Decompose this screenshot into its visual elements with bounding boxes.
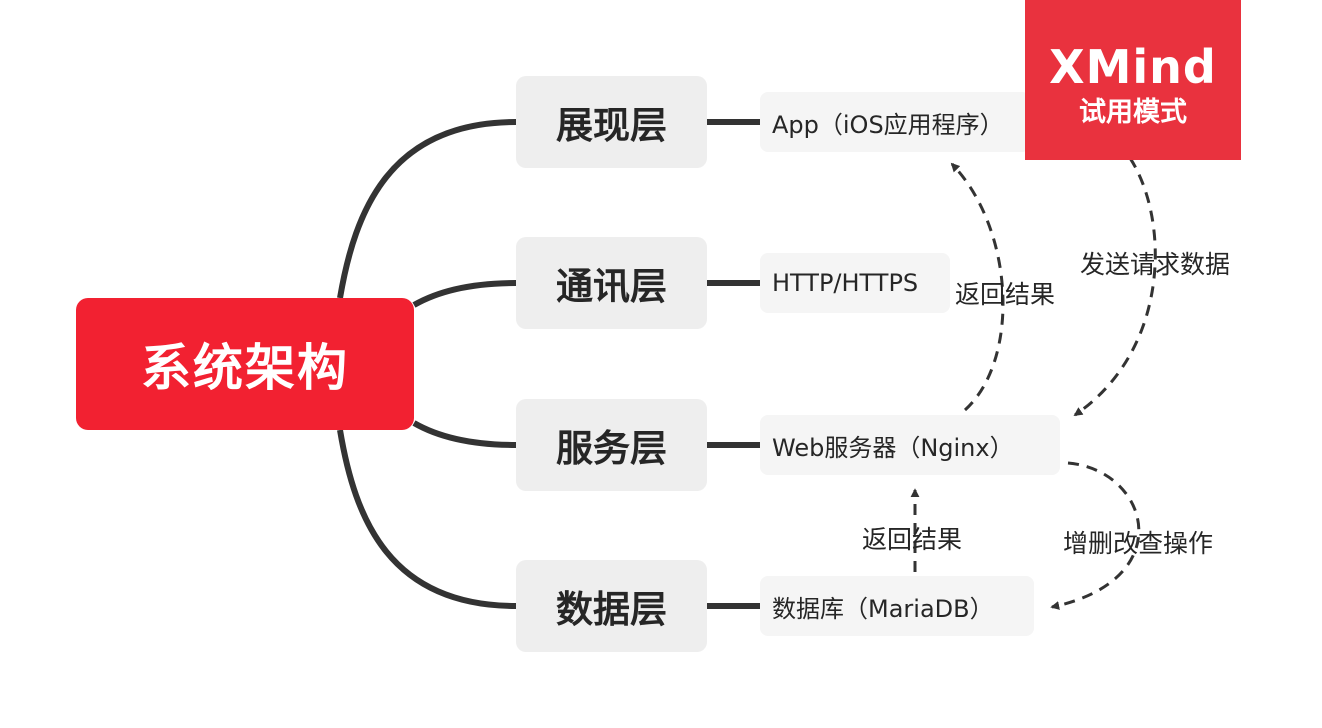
xmind-trial-watermark: XMind 试用模式 [1025,0,1241,160]
connector-root-data [337,429,517,609]
topic-presentation-layer[interactable]: 展现层 [516,76,707,168]
leaf-web-server-nginx[interactable]: Web服务器（Nginx） [760,415,1060,475]
relation-crud-arrow [1050,461,1141,610]
relation-return-result-top-arrow [950,162,1005,412]
connector-root-communication [412,280,517,308]
connector-root-presentation [337,119,517,299]
relation-label-crud[interactable]: 增删改查操作 [1063,529,1214,558]
leaf-app-ios[interactable]: App（iOS应用程序） [760,92,1030,152]
watermark-subtitle: 试用模式 [1079,97,1187,128]
relation-send-request-arrow [1073,157,1157,417]
relation-label-return-result-top[interactable]: 返回结果 [955,280,1056,309]
topic-communication-layer[interactable]: 通讯层 [516,237,707,329]
leaf-database-mariadb[interactable]: 数据库（MariaDB） [760,576,1034,636]
root-topic[interactable]: 系统架构 [76,298,414,430]
relation-label-send-request[interactable]: 发送请求数据 [1080,250,1231,279]
leaf-http-https[interactable]: HTTP/HTTPS [760,253,950,313]
connector-root-service [412,420,517,448]
topic-data-layer[interactable]: 数据层 [516,560,707,652]
topic-service-layer[interactable]: 服务层 [516,399,707,491]
relation-label-return-result-bottom[interactable]: 返回结果 [862,525,963,554]
watermark-title: XMind [1049,40,1217,94]
